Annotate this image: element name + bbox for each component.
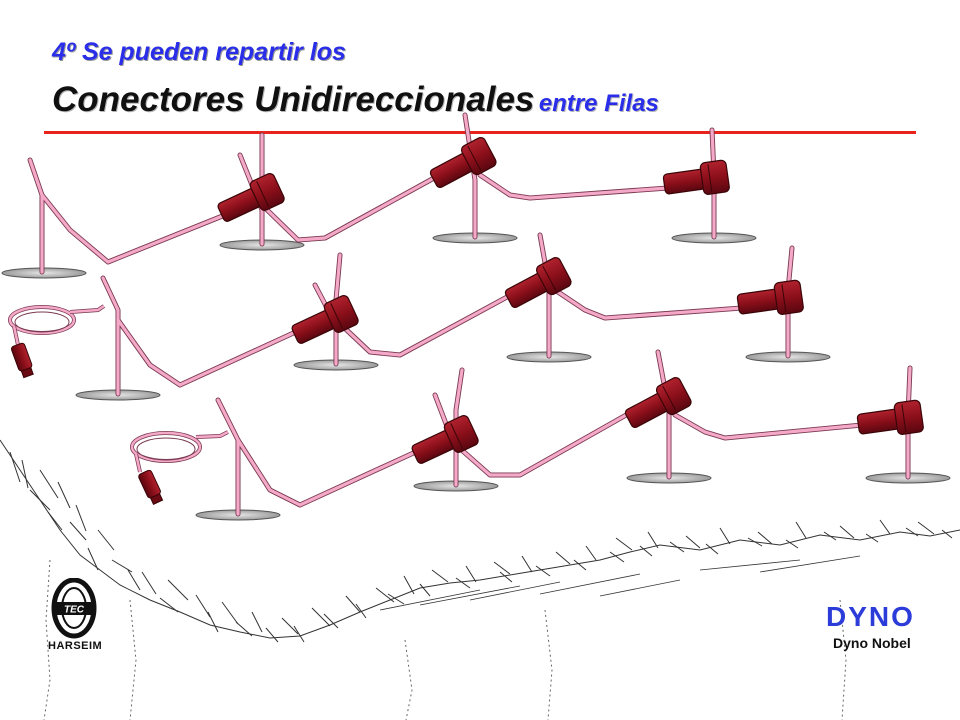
bench-rock-face	[0, 439, 960, 643]
title-suffix: entre Filas	[538, 90, 659, 117]
starter-coil-row3	[130, 430, 229, 505]
tec-logo-text: TEC	[64, 605, 85, 616]
dyno-logo: DYNO	[826, 601, 915, 632]
title-line-2: Conectores Unidireccionales entre Filas	[52, 80, 659, 120]
connector-r1-2	[429, 137, 497, 189]
connector-r2-1	[291, 295, 359, 344]
title-main: Conectores Unidireccionales	[52, 80, 535, 119]
connector-r1-1	[217, 173, 285, 222]
connectors	[217, 137, 924, 464]
connector-r3-2	[624, 377, 692, 429]
dyno-nobel-caption: Dyno Nobel	[833, 635, 911, 651]
connector-r1-3	[662, 159, 730, 195]
starter-coil-row2	[8, 304, 106, 379]
harseim-logo-text: HARSEIM	[48, 640, 103, 652]
connector-r2-2	[504, 257, 572, 309]
shock-tubes	[27, 112, 913, 517]
connector-r2-3	[736, 279, 804, 315]
rock-cracks	[43, 559, 847, 720]
connector-r3-3	[856, 399, 924, 435]
connector-r3-1	[411, 415, 479, 464]
title-divider	[44, 131, 916, 134]
tec-logo: TEC	[51, 578, 97, 639]
title-line-1: 4º Se pueden repartir los	[52, 38, 346, 66]
